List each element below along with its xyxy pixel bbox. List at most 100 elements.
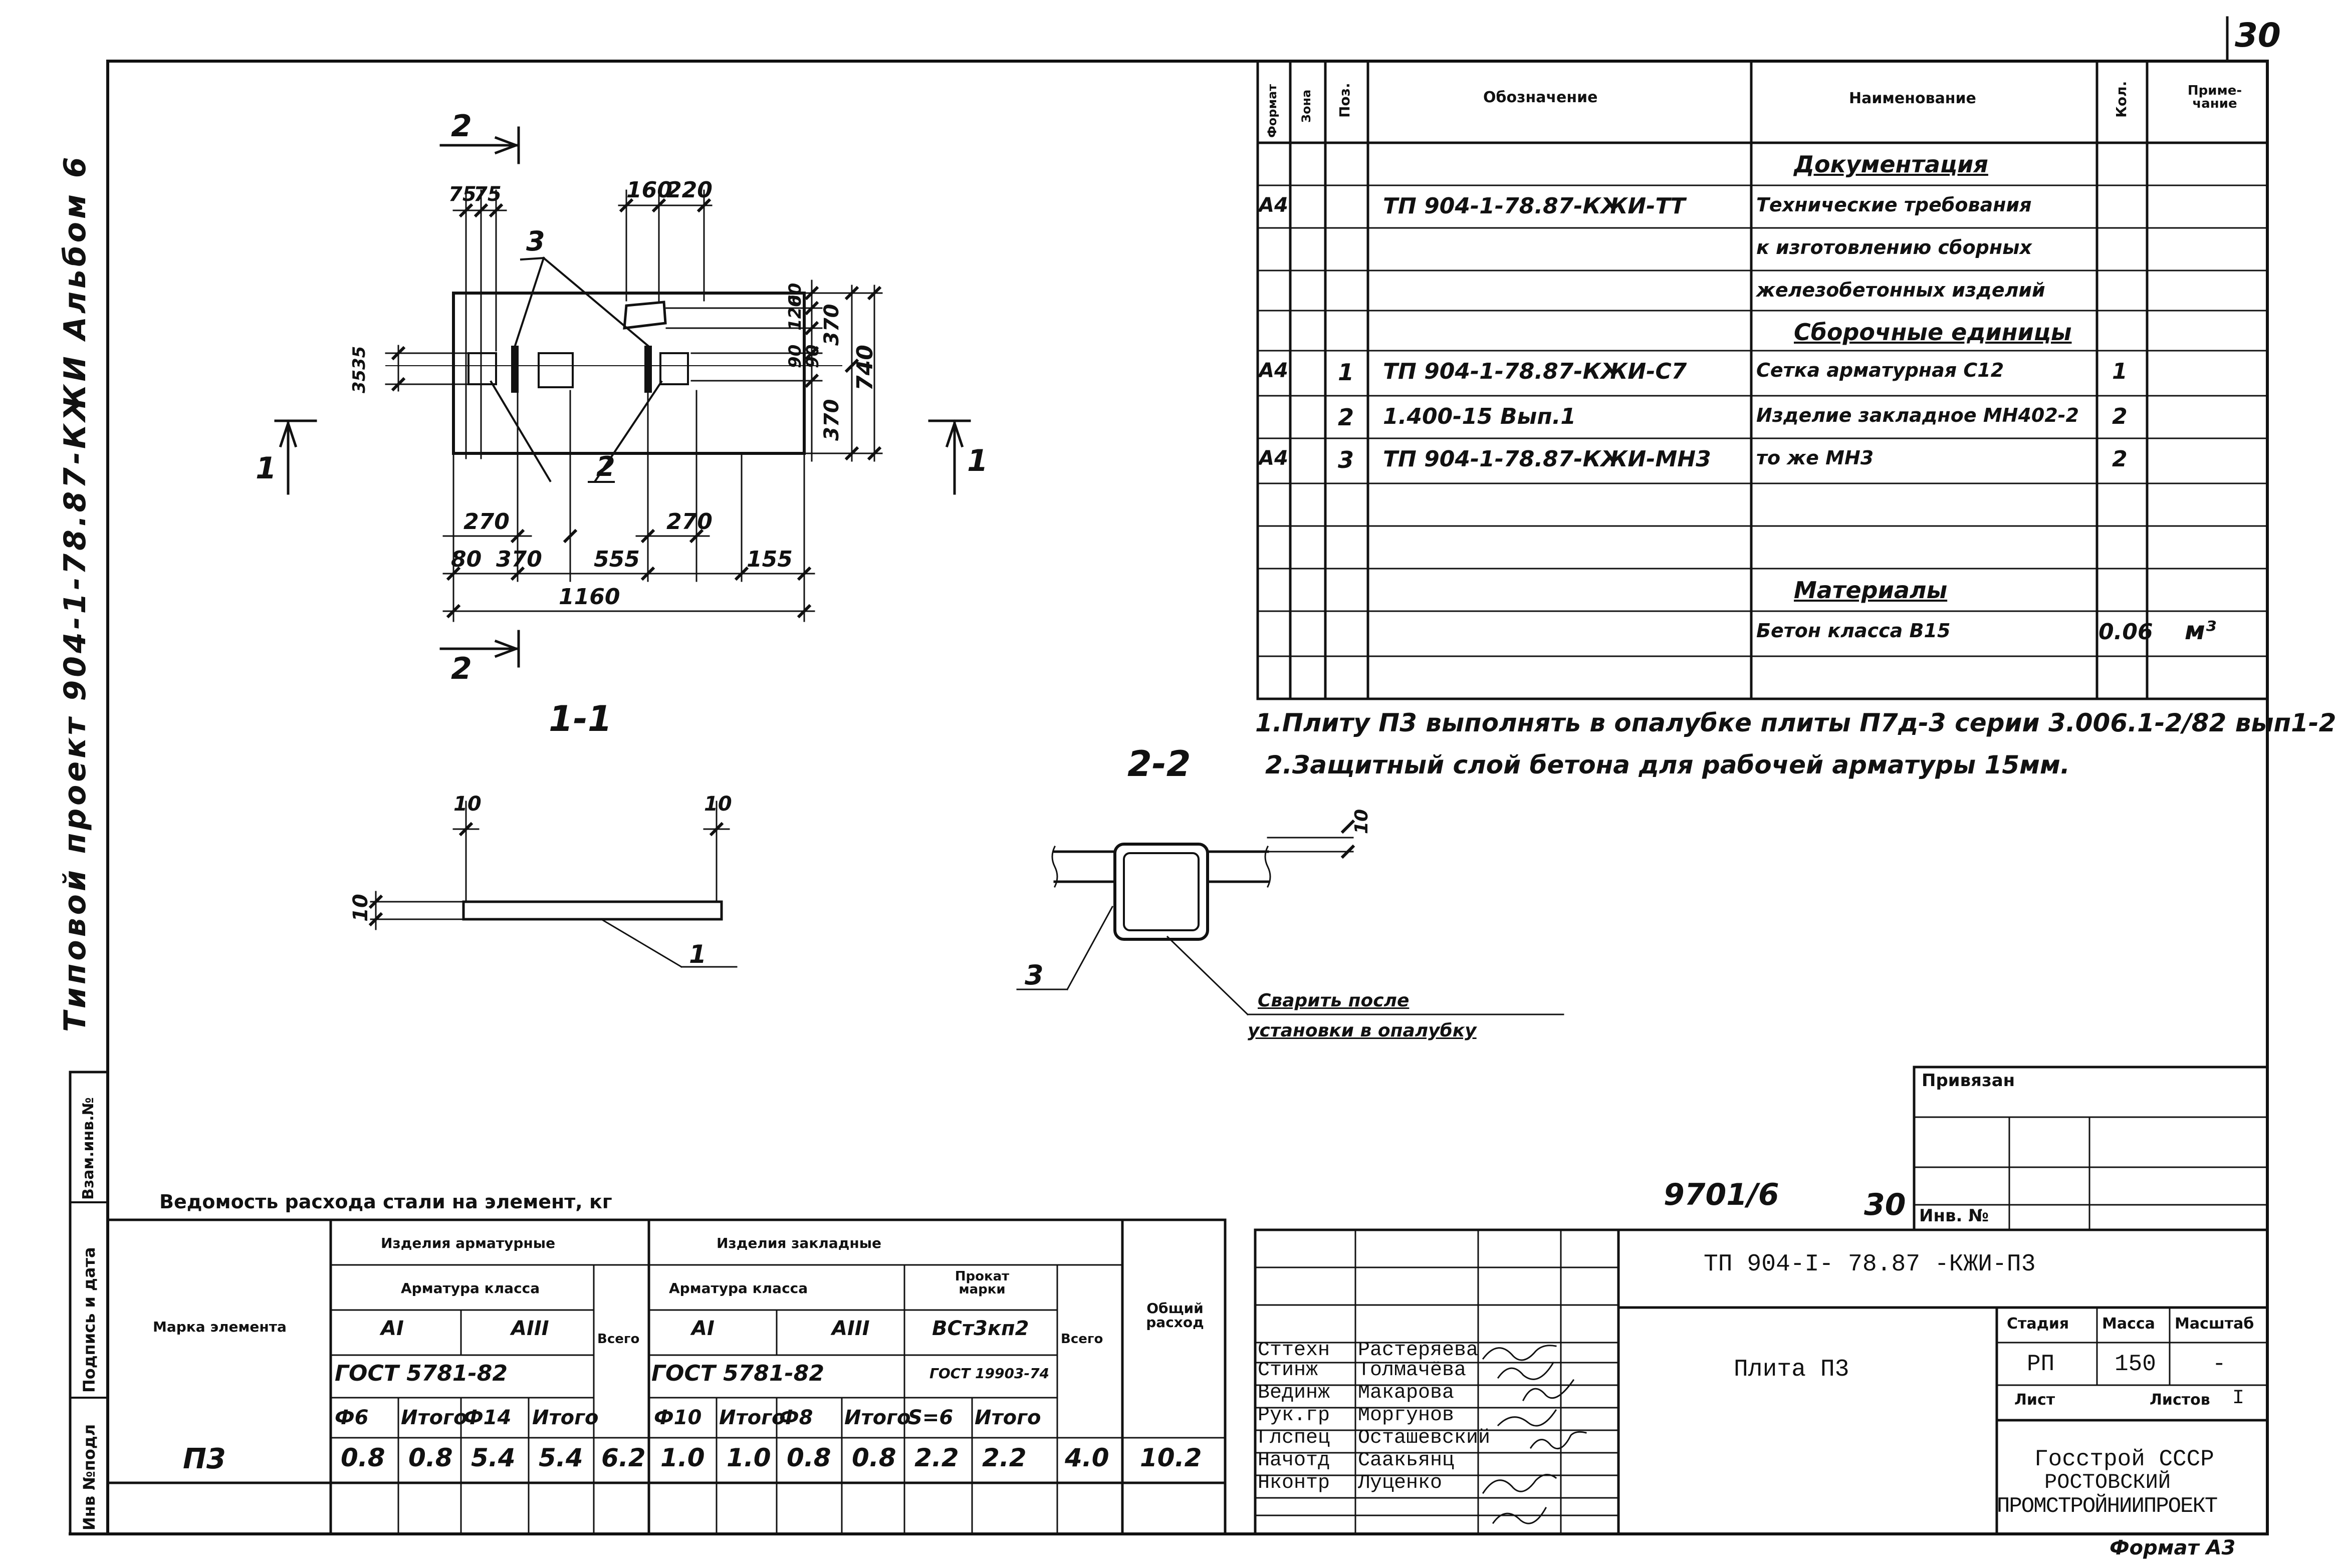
spec-row-name: то же МН3 <box>1756 447 1874 469</box>
spec-row-qty: 2 <box>2112 404 2128 429</box>
dim-bottom-80: 80 <box>451 547 482 572</box>
staff-role: Нконтр <box>1258 1472 1330 1494</box>
steel-value: 2.2 <box>982 1443 1027 1472</box>
spec-header-zone: Зона <box>1299 89 1313 123</box>
steel-h-total2: Всего <box>1061 1332 1103 1347</box>
spec-header-designation: Обозначение <box>1483 89 1598 106</box>
section-2-title: 2-2 <box>1127 743 1191 785</box>
steel-row-mark: П3 <box>183 1443 226 1475</box>
staff-name: Растеряева <box>1358 1339 1479 1362</box>
stamp-stage: РП <box>2027 1351 2055 1377</box>
steel-subheader: Итого <box>401 1406 468 1429</box>
dim-left-35a: 35 <box>349 346 369 370</box>
dim-bottom-270a: 270 <box>463 509 510 535</box>
section-2-note-line2: установки в опалубку <box>1248 1020 1477 1041</box>
stamp-list-header: Лист <box>2014 1391 2055 1409</box>
section-mark-1-right: 1 <box>967 443 988 478</box>
stamp-lists: I <box>2232 1387 2245 1410</box>
dim-right-120: 120 <box>785 295 805 331</box>
spec-row-designation: ТП 904-1-78.87-КЖИ-С7 <box>1383 359 1687 384</box>
spec-row-designation: ТП 904-1-78.87-КЖИ-ТТ <box>1383 193 1686 219</box>
spec-header-name: Наименование <box>1849 90 1976 107</box>
spec-row-format: А4 <box>1259 359 1288 382</box>
staff-role: Сттехн <box>1258 1339 1330 1362</box>
dim-right-370b: 370 <box>820 399 843 441</box>
dim-top-220: 220 <box>666 177 713 203</box>
stamp-stage-header: Стадия <box>2007 1315 2069 1333</box>
stamp-org-2: РОСТОВСКИЙ <box>2044 1470 2171 1494</box>
steel-h-emb-a1: АI <box>691 1317 715 1340</box>
note-2: 2.Защитный слой бетона для рабочей армат… <box>1265 750 2070 779</box>
steel-h-gost1: ГОСТ 5781-82 <box>335 1361 508 1386</box>
section-1-dim-10c: 10 <box>349 894 372 922</box>
steel-subheader: S=6 <box>908 1406 954 1429</box>
staff-role: Стинж <box>1258 1359 1318 1382</box>
stamp-sheet-no: 30 <box>1864 1187 1906 1222</box>
stamp-org-1: Госстрой СССР <box>2034 1446 2214 1472</box>
stamp-name: Плита П3 <box>1734 1356 1849 1383</box>
steel-subheader: Итого <box>844 1406 911 1429</box>
spec-header-pos: Поз. <box>1336 83 1353 118</box>
note-1: 1.Плиту П3 выполнять в опалубке плиты П7… <box>1255 708 2336 737</box>
dim-right-740: 740 <box>852 345 878 391</box>
spec-row-designation: ТП 904-1-78.87-КЖИ-МН3 <box>1383 446 1711 472</box>
steel-value: 0.8 <box>787 1443 831 1472</box>
staff-role: Вединж <box>1258 1382 1330 1404</box>
spec-row-name: Технические требования <box>1756 194 2032 216</box>
spec-section-heading: Документация <box>1794 151 1988 178</box>
steel-h-overall: Общий расход <box>1146 1300 1204 1331</box>
steel-h-emb-class: Арматура класса <box>669 1280 808 1296</box>
steel-subheader: Ф10 <box>654 1406 702 1429</box>
stamp-format: Формат А3 <box>2110 1536 2236 1559</box>
steel-table-title: Ведомость расхода стали на элемент, кг <box>159 1191 612 1213</box>
staff-name: Луценко <box>1358 1472 1443 1494</box>
spec-row-pos: 3 <box>1338 446 1354 473</box>
steel-value: 0.8 <box>341 1443 385 1472</box>
stamp-privyazan: Привязан <box>1922 1071 2015 1091</box>
spec-row-name: Изделие закладное МН402-2 <box>1756 404 2079 426</box>
dim-left-35b: 35 <box>349 369 369 393</box>
stamp-mass: 150 <box>2115 1351 2156 1377</box>
section-1-title: 1-1 <box>549 698 612 739</box>
dim-bottom-370: 370 <box>496 547 542 572</box>
spec-header-note: Приме-чание <box>2187 83 2242 111</box>
staff-name: Макарова <box>1358 1382 1455 1404</box>
spec-row-note: м³ <box>2185 616 2216 645</box>
stamp-scale-header: Масштаб <box>2175 1315 2254 1333</box>
spec-row-pos: 1 <box>1338 359 1354 386</box>
dim-right-90b: 90 <box>803 344 823 368</box>
dim-bottom-1160: 1160 <box>559 584 620 610</box>
section-1-dim-10b: 10 <box>704 793 732 816</box>
stamp-org-3: ПРОМСТРОЙНИИПРОЕКТ <box>1997 1494 2218 1519</box>
steel-subheader: Итого <box>975 1406 1041 1429</box>
section-1-leader: 1 <box>689 940 707 969</box>
spec-row-name: железобетонных изделий <box>1756 279 2045 301</box>
steel-h-gost3: ГОСТ 19903-74 <box>929 1365 1050 1382</box>
spec-section-heading: Материалы <box>1794 577 1948 604</box>
steel-subheader: Ф8 <box>779 1406 813 1429</box>
steel-h-emb-a3: АIII <box>832 1317 870 1340</box>
steel-subheader: Ф14 <box>463 1406 512 1429</box>
dim-bottom-270b: 270 <box>666 509 713 535</box>
steel-h-mark: Марка элемента <box>153 1319 287 1335</box>
steel-subheader: Итого <box>719 1406 786 1429</box>
staff-name: Моргунов <box>1358 1404 1455 1427</box>
section-2-note-line1: Сварить после <box>1258 990 1410 1011</box>
steel-value: 0.8 <box>408 1443 453 1472</box>
section-mark-2-bottom: 2 <box>451 651 472 686</box>
stamp-mass-header: Масса <box>2102 1315 2155 1333</box>
steel-value: 1.0 <box>660 1443 705 1472</box>
page-number: 30 <box>2235 16 2281 55</box>
staff-role: Начотд <box>1258 1449 1330 1472</box>
steel-h-a1: АI <box>381 1317 404 1340</box>
steel-value: 5.4 <box>539 1443 583 1472</box>
spec-section-heading: Сборочные единицы <box>1794 319 2072 346</box>
stamp-inv-no: Инв. № <box>1919 1206 1989 1226</box>
staff-name: Осташевский <box>1358 1427 1491 1449</box>
dim-right-370a: 370 <box>820 304 843 346</box>
steel-value: 5.4 <box>471 1443 516 1472</box>
dim-top-75a: 75 <box>448 183 477 206</box>
staff-role: Рук.гр <box>1258 1404 1330 1427</box>
dim-bottom-155: 155 <box>747 547 793 572</box>
spec-row-qty: 2 <box>2112 446 2128 472</box>
